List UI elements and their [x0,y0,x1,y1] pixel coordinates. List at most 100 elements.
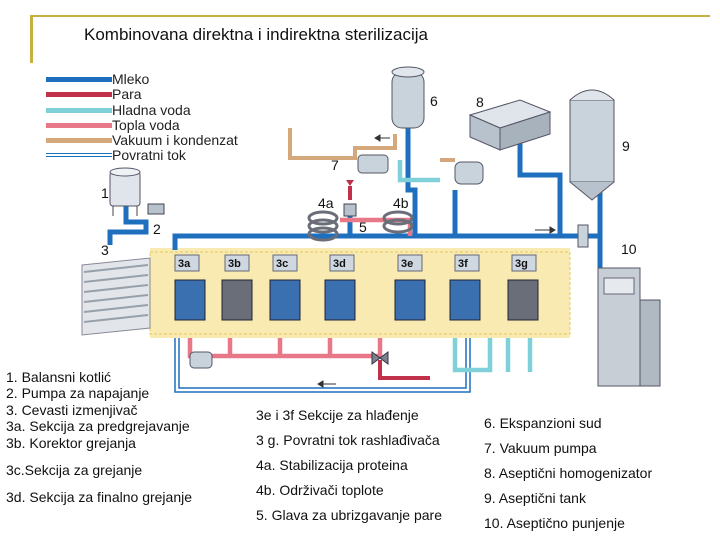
steam-arrow [346,180,354,186]
description-3-1: 6. Ekspanzioni sud [484,415,602,431]
pipe-vacuum-exhaust [288,128,355,160]
coil-4b-ring-2 [382,218,414,234]
legend-item-mleko: Mleko [46,71,266,87]
section-tag-3c: 3c [276,258,289,270]
section-tag-3d: 3d [333,258,346,270]
legend-label-topla-voda: Topla voda [112,116,180,133]
section-coil-3b [221,279,253,321]
legend-label-povratni-tok: Povratni tok [112,147,186,164]
section-tag-box-3e [397,254,423,272]
flow-arrow-1-head [374,134,381,142]
pipe-milk-main [172,233,600,250]
title-frame-vertical-rule [30,15,33,63]
description-column-2: 3e i 3f Sekcije za hlađenje 3 g. Povratn… [256,407,442,523]
section-coil-3g [507,279,539,321]
section-coil-3f [449,279,481,321]
aseptic-tank [569,89,615,201]
coil-4a-ring-3 [307,226,339,242]
section-module-3f [449,254,481,321]
expansion-vessel [391,66,425,129]
bottom-pump [189,351,213,369]
pipe-return-flow-inner [178,338,467,389]
bottom-pump-body [189,351,213,369]
section-tag-3e: 3e [401,258,414,270]
tube-rack-lines [83,264,149,323]
description-3-5: 10. Aseptično punjenje [484,515,625,531]
section-module-3c [269,254,301,321]
aseptic-homogenizer [468,99,552,151]
flow-arrows [317,134,556,388]
description-column-3: 6. Ekspanzioni sud 7. Vakuum pumpa 8. As… [484,415,652,531]
section-tag-3g: 3g [515,258,528,270]
feed-pump-body [147,203,165,215]
description-2-3: 4a. Stabilizacija proteina [256,457,408,473]
description-3-3: 8. Aseptični homogenizator [484,465,653,481]
condensate-vessel [454,161,484,185]
description-2-2: 3 g. Povratni tok rashlađivača [256,432,440,448]
tube-heat-exchanger-rack [81,257,151,336]
vacuum-pump-body [357,154,389,174]
component-number-4a: 4a [318,195,334,211]
filler-panel [603,277,635,295]
section-module-3d [324,254,356,321]
balance-tank-body [109,171,141,207]
aseptic-tank-dome [569,89,615,101]
component-number-3: 3 [101,242,109,258]
injection-head-body [343,203,357,217]
section-coil-3d [324,279,356,321]
title-frame-horizontal-rule [30,15,710,17]
description-column-1: 1. Balansni kotlić 2. Pumpa za napajanje… [6,369,192,505]
description-1-4: 3a. Sekcija za predgrejavanje [6,418,190,435]
section-tag-3a: 3a [178,258,191,270]
component-number-10: 10 [621,241,637,257]
component-number-5: 5 [359,219,367,235]
section-tag-box-3b [224,254,250,272]
legend: Mleko Para Hladna voda Topla voda Vakuum… [46,71,266,164]
section-module-3g [507,254,539,321]
legend-item-topla-voda: Topla voda [46,116,266,133]
expansion-vessel-top [391,66,425,78]
description-1-2: 2. Pumpa za napajanje [6,385,150,402]
legend-swatch-vakuum [46,138,112,144]
return-pipes [174,338,471,393]
section-tag-3f: 3f [458,258,468,270]
homogenizer-front [499,111,551,151]
holding-coils [307,210,414,242]
aseptic-tank-body [569,99,615,183]
legend-label-hladna-voda: Hladna voda [112,101,191,118]
legend-item-para: Para [46,86,266,102]
pipe-cold-water-return [452,338,493,373]
component-number-4b: 4b [393,195,409,211]
pipe-vacuum-expansion [353,134,397,160]
section-modules [174,254,539,321]
legend-item-vakuum: Vakuum i kondenzat [46,132,266,148]
description-1-1: 1. Balansni kotlić [6,369,112,385]
section-tag-box-3f [454,254,480,272]
condensate-vessel-body [454,161,484,185]
cold-water-pipes [397,160,533,373]
description-1-3: 3. Cevasti izmenjivač [6,401,138,418]
steam-injection-head [343,180,357,217]
pipe-expansion-down [405,128,418,236]
description-1-6: 3c.Sekcija za grejanje [6,461,143,478]
steam-pipes [348,186,430,380]
pipe-steam-bottom [378,360,430,380]
description-3-2: 7. Vakuum pumpa [484,440,597,456]
section-coil-3e [394,279,426,321]
component-number-9: 9 [622,138,630,154]
flow-arrow-3-head [317,380,324,388]
filler-valve [577,224,589,248]
pipe-return-flow-outer [174,338,471,393]
description-3-4: 9. Aseptični tank [484,490,586,506]
expansion-vessel-body [391,71,425,129]
coil-4b-ring-1 [382,210,414,226]
feed-pump [147,203,165,215]
balance-tank-lid [109,167,141,177]
vacuum-pipes [288,128,455,162]
section-coil-3a [174,279,206,321]
heat-exchanger-band [150,248,570,338]
filler-side-unit [639,299,661,387]
vacuum-pump [357,154,389,174]
aseptic-filler [577,224,661,387]
